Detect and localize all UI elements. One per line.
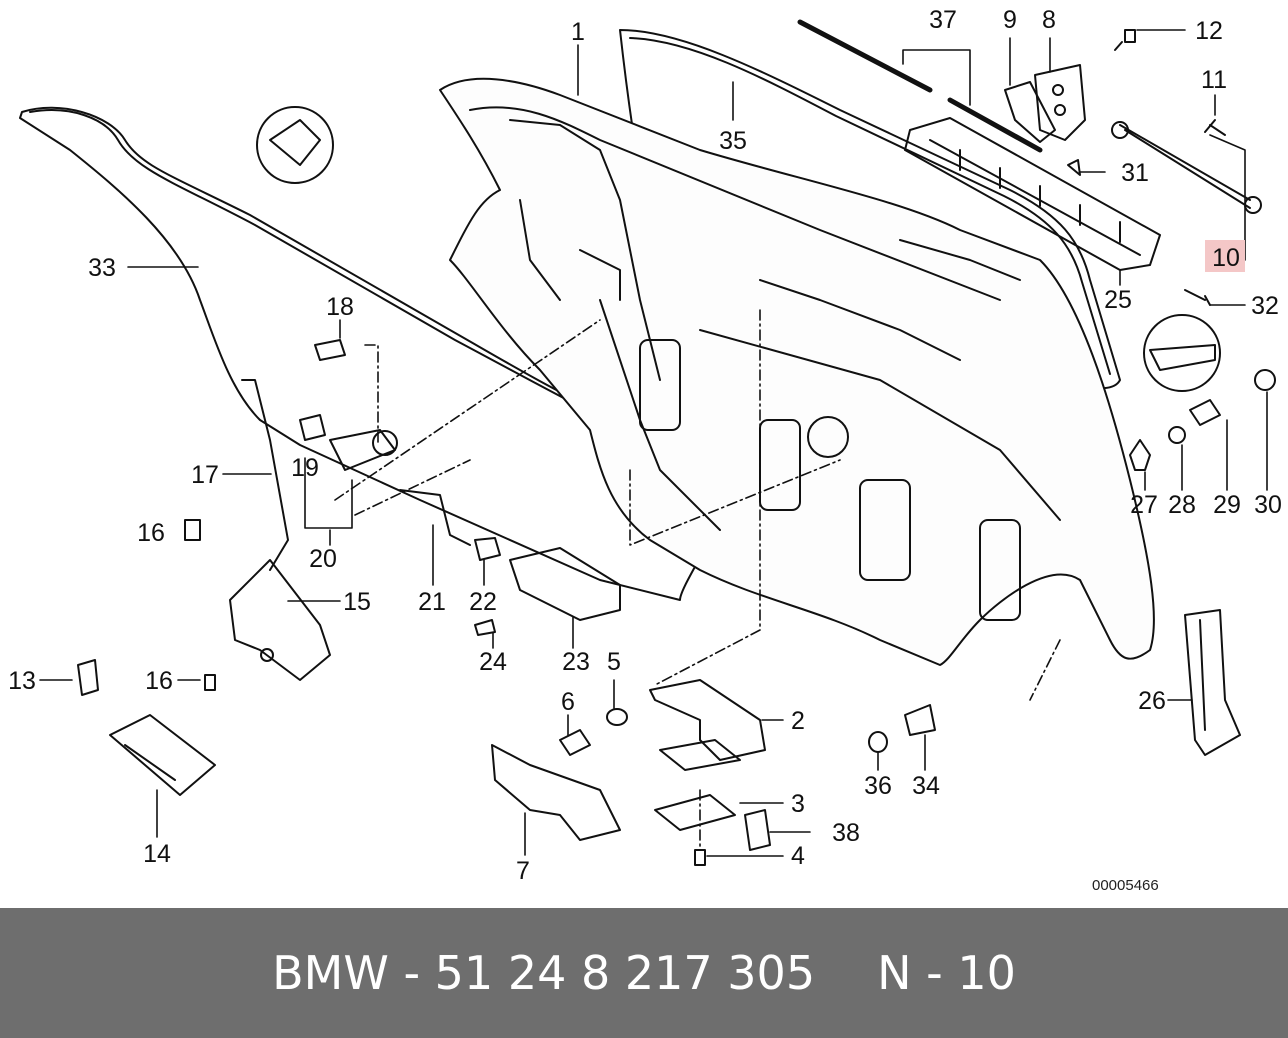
screw-4	[694, 849, 706, 866]
bolt-18	[314, 339, 346, 361]
hinge-2	[649, 679, 766, 761]
actuator-23	[509, 547, 621, 621]
callout-11: 11	[1201, 66, 1227, 94]
side-trim-26	[1184, 609, 1241, 756]
callout-18: 18	[326, 293, 354, 321]
callout-10: 10	[1212, 244, 1240, 272]
callout-27: 27	[1130, 491, 1158, 519]
clip-31	[1067, 159, 1081, 176]
bump-stop-34	[904, 704, 936, 736]
callout-25: 25	[1104, 286, 1132, 314]
brand-label: BMW	[272, 946, 389, 1000]
highlight-box	[1205, 240, 1245, 272]
callout-labels: 1 2 3 4 5 6 7 8 9 10 11 12 13 14 15 16 1…	[8, 6, 1282, 894]
cable-21	[399, 489, 471, 546]
screw-29	[1189, 399, 1221, 426]
callout-9: 9	[1003, 6, 1017, 34]
grommet-22	[474, 537, 501, 561]
callout-2: 2	[791, 707, 805, 735]
detail-circle-trim	[1143, 314, 1221, 392]
callout-7: 7	[516, 857, 530, 885]
callout-36: 36	[864, 772, 892, 800]
trunk-lid-1	[439, 77, 1155, 666]
callout-37: 37	[929, 6, 957, 34]
callout-19: 19	[291, 454, 319, 482]
cylinder-19	[299, 414, 326, 441]
callout-30: 30	[1254, 491, 1282, 519]
trunk-lid-exploded-view: 1 2 3 4 5 6 7 8 9 10 11 12 13 14 15 16 1…	[8, 6, 1282, 894]
hinge-plate-9	[1004, 81, 1056, 143]
callout-31: 31	[1121, 159, 1149, 187]
parts-diagram: 1 2 3 4 5 6 7 8 9 10 11 12 13 14 15 16 1…	[8, 6, 1282, 894]
callout-8: 8	[1042, 6, 1056, 34]
callout-14: 14	[143, 840, 171, 868]
brake-light-25	[904, 117, 1161, 271]
drawing-reference: 00005466	[1092, 877, 1159, 894]
washer-28	[1168, 426, 1186, 444]
lock-bracket-15	[229, 559, 331, 681]
screw-24	[474, 619, 496, 636]
callout-32: 32	[1251, 292, 1279, 320]
callout-20: 20	[309, 545, 337, 573]
callout-13: 13	[8, 667, 36, 695]
part-info-banner: BMW - 51 24 8 217 305 N - 10	[0, 908, 1288, 1038]
callout-23: 23	[562, 648, 590, 676]
trim-strip-37	[797, 19, 933, 93]
cap-30	[1254, 369, 1276, 391]
callout-4: 4	[791, 842, 805, 870]
clip-38	[744, 809, 771, 851]
callout-3: 3	[791, 790, 805, 818]
callout-29: 29	[1213, 491, 1241, 519]
screw-32	[1184, 289, 1211, 306]
hinge-bracket-8	[1034, 64, 1086, 141]
detail-circle-seal	[256, 106, 334, 184]
screw-16	[184, 519, 201, 541]
rod-17	[241, 379, 289, 571]
latch-14	[109, 714, 216, 796]
callout-6: 6	[561, 688, 575, 716]
bolt-11	[1204, 119, 1226, 136]
callout-26: 26	[1138, 687, 1166, 715]
gas-strut-10	[1119, 124, 1251, 209]
bolt-6	[559, 729, 591, 756]
leader-lines	[39, 29, 1268, 857]
callout-38: 38	[832, 819, 860, 847]
callout-33: 33	[88, 254, 116, 282]
bolt-13	[77, 659, 99, 696]
callout-22: 22	[469, 588, 497, 616]
callout-15: 15	[343, 588, 371, 616]
plug-36	[868, 731, 888, 753]
bolt-12	[1114, 29, 1136, 51]
callout-5: 5	[607, 648, 621, 676]
callout-16b: 16	[145, 667, 173, 695]
callout-1: 1	[571, 18, 585, 46]
plate-3b	[654, 794, 736, 831]
callout-35: 35	[719, 127, 747, 155]
clip-27	[1129, 439, 1151, 471]
callout-21: 21	[418, 588, 446, 616]
cover-7	[491, 744, 621, 841]
callout-17: 17	[191, 461, 219, 489]
part-number: 51 24 8 217 305	[434, 946, 816, 1000]
callout-12: 12	[1195, 17, 1223, 45]
plate-3	[659, 739, 741, 771]
callout-24: 24	[479, 648, 507, 676]
callout-28: 28	[1168, 491, 1196, 519]
brand-separator: -	[388, 946, 435, 1000]
position-label: N - 10	[877, 946, 1016, 1000]
washer-5	[606, 708, 628, 726]
callout-34: 34	[912, 772, 940, 800]
callout-16a: 16	[137, 519, 165, 547]
